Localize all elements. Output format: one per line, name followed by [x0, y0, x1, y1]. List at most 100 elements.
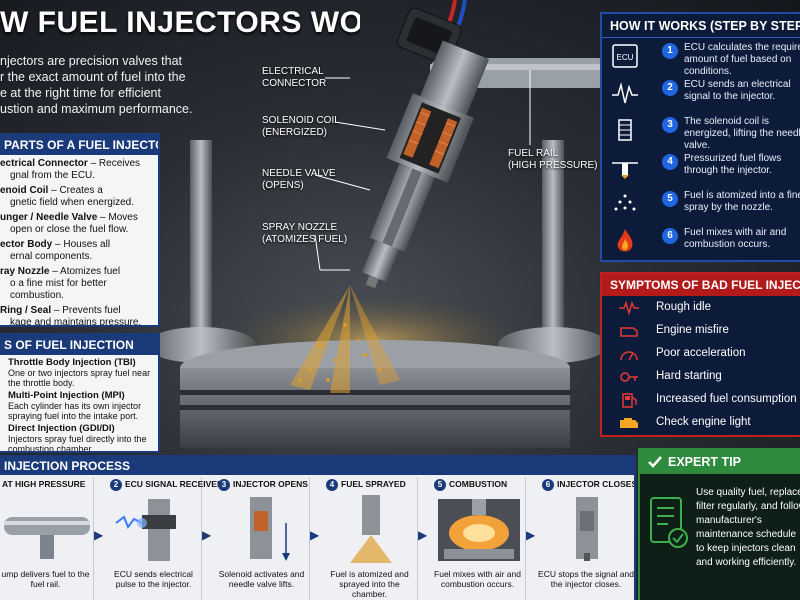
process-step-label: AT HIGH PRESSURE: [2, 479, 98, 489]
part-name: ector Body: [0, 239, 53, 250]
page-title: W FUEL INJECTORS WORK: [0, 6, 360, 39]
callout-leader-lines: [314, 70, 531, 271]
how-step: 4 Pressurized fuel flows through the inj…: [602, 149, 800, 186]
process-step-desc: Fuel mixes with air and combustion occur…: [434, 569, 521, 589]
process-step-number: 5: [434, 479, 446, 491]
page-subtitle: njectors are precision valves that r the…: [0, 53, 235, 125]
process-step-number: 6: [542, 479, 554, 491]
list-item: Poor acceleration: [602, 342, 800, 365]
expert-tip-panel: EXPERT TIP Use quality fuel, replace fil…: [638, 448, 800, 600]
piston: [180, 340, 570, 448]
rough-idle-icon: [619, 300, 639, 316]
step-number: 4: [662, 154, 678, 170]
how-step: 3 The solenoid coil is energized, liftin…: [602, 112, 800, 151]
type-name: Direct Injection (GDI/DI): [8, 423, 115, 434]
subtitle-line: njectors are precision valves that: [0, 54, 183, 68]
callout-line: (ATOMIZES FUEL): [262, 234, 348, 245]
process-step-desc: ump delivers fuel to the fuel rail.: [1, 569, 90, 589]
how-it-works-panel: HOW IT WORKS (STEP BY STEP) ECU 1 ECU ca…: [600, 12, 800, 262]
fuel-flow-icon: [612, 162, 638, 179]
step-text: Fuel is atomized into a fine spray by th…: [684, 190, 800, 213]
checkmark-icon: [648, 456, 662, 468]
fuel-sprayed-image: [350, 495, 392, 563]
callout-spray-nozzle: SPRAY NOZZLE (ATOMIZES FUEL): [262, 222, 347, 246]
process-step-desc: ECU stops the signal and the injector cl…: [538, 569, 634, 589]
callout-line: CONNECTOR: [262, 78, 327, 89]
parts-heading: PARTS OF A FUEL INJECTOR: [0, 135, 158, 155]
list-item: Increased fuel consumption: [602, 388, 800, 411]
process-step-title: FUEL SPRAYED: [341, 479, 406, 489]
type-desc: One or two injectors spray fuel near the…: [8, 368, 151, 388]
list-item: Check engine light: [602, 411, 800, 434]
callout-line: FUEL RAIL: [508, 148, 559, 159]
gauge-icon: [620, 351, 638, 361]
subtitle-line: ustion and maximum performance.: [0, 102, 193, 116]
step-text: Fuel mixes with air and combustion occur…: [684, 227, 787, 250]
symptoms-heading: SYMPTOMS OF BAD FUEL INJECTORS: [602, 274, 800, 296]
process-step-title: INJECTOR OPENS: [233, 479, 308, 489]
symptom-text: Rough idle: [656, 301, 711, 313]
callout-line: (HIGH PRESSURE): [508, 160, 598, 171]
callout-needle-valve: NEEDLE VALVE (OPENS): [262, 168, 336, 192]
arrow-right-icon: ▶: [310, 528, 320, 542]
process-heading: INJECTION PROCESS: [0, 457, 634, 475]
step-number: 2: [662, 80, 678, 96]
type-name: Multi-Point Injection (MPI): [8, 390, 125, 401]
process-step-number: 2: [110, 479, 122, 491]
step-number: 1: [662, 43, 678, 59]
step-number: 3: [662, 117, 678, 133]
part-desc: – Moves: [97, 212, 138, 223]
expert-tip-text: Use quality fuel, replace filter regular…: [696, 487, 800, 568]
checklist-icon: [650, 497, 688, 548]
part-desc: ernal components.: [10, 251, 93, 262]
engine-icon: [620, 327, 638, 337]
type-desc: Injectors spray fuel directly into the c…: [8, 434, 147, 453]
process-step-number: 3: [218, 479, 230, 491]
list-item: Hard starting: [602, 365, 800, 388]
part-desc: – Atomizes fuel: [49, 266, 121, 277]
step-number: 6: [662, 228, 678, 244]
spray-nozzle: [362, 239, 400, 282]
ecu-icon-label: ECU: [617, 53, 634, 62]
symptom-text: Increased fuel consumption: [656, 393, 797, 405]
process-step-number: 4: [326, 479, 338, 491]
list-item: Multi-Point Injection (MPI) Each cylinde…: [0, 388, 158, 422]
process-step: AT HIGH PRESSURE ump delivers fuel to th…: [0, 477, 94, 600]
part-desc: open or close the fuel flow.: [10, 224, 129, 235]
expert-tip-heading: EXPERT TIP: [640, 450, 800, 474]
part-desc: – Prevents fuel: [51, 305, 121, 316]
process-step-title: AT HIGH PRESSURE: [2, 479, 86, 489]
process-step-desc: Solenoid activates and needle valve lift…: [218, 569, 305, 589]
fuel-spray: [290, 285, 400, 393]
step-number: 5: [662, 191, 678, 207]
part-desc: o a fine mist for better combustion.: [10, 278, 107, 301]
part-desc: gnal from the ECU.: [10, 170, 96, 181]
callout-electrical-connector: ELECTRICAL CONNECTOR: [262, 66, 326, 90]
callout-line: SPRAY NOZZLE: [262, 222, 338, 233]
injection-process-panel: INJECTION PROCESS AT HIGH PRESSURE ump d…: [0, 455, 636, 600]
list-item: Rough idle: [602, 296, 800, 319]
fuel-pump-icon: [622, 393, 637, 408]
flame-icon: [617, 229, 633, 252]
parts-panel: PARTS OF A FUEL INJECTOR ectrical Connec…: [0, 133, 160, 327]
injector-closes-image: [576, 497, 598, 561]
subtitle-line: e at the right time for efficient: [0, 86, 161, 100]
list-item: ector Body – Houses all ernal components…: [0, 236, 158, 263]
part-name: Ring / Seal: [0, 305, 52, 316]
subtitle-line: r the exact amount of fuel into the: [0, 70, 186, 84]
part-desc: kage and maintains pressure.: [10, 317, 142, 327]
list-item: unger / Needle Valve – Moves open or clo…: [0, 209, 158, 236]
type-name: Throttle Body Injection (TBI): [8, 357, 136, 368]
callout-solenoid-coil: SOLENOID COIL (ENERGIZED): [262, 115, 340, 139]
list-item: Engine misfire: [602, 319, 800, 342]
callout-line: SOLENOID COIL: [262, 115, 340, 126]
list-item: Direct Injection (GDI/DI) Injectors spra…: [0, 421, 158, 453]
solenoid-coil: [403, 107, 458, 169]
callout-line: (ENERGIZED): [262, 127, 327, 138]
